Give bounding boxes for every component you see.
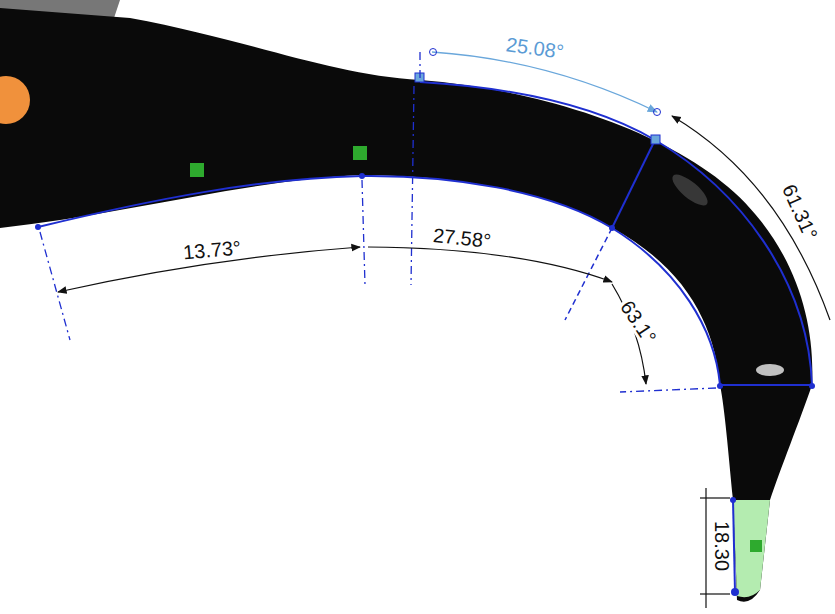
sketch-lines [38,82,812,592]
blade-body [0,8,812,602]
extension-lines [40,50,716,392]
angle-dimension: 13.73° [180,237,244,262]
sketch-handle [651,135,660,144]
angle-dimension: 25.08° [503,34,567,62]
highlight [756,364,784,376]
selected-face [733,500,770,597]
dimension-arc [432,52,657,112]
angle-dimension: 61.31° [778,180,822,245]
angle-dimension: 63.1° [615,295,660,348]
dimension-arcs [58,116,830,384]
sketch-points [35,173,815,596]
angle-dimension: 27.58° [430,225,494,251]
dimension-handle [654,109,661,116]
linear-dimension-value: 18.30 [712,519,732,573]
relation-icon [190,163,204,177]
relation-icon [353,146,367,160]
dimension-handle [430,49,437,56]
relation-icon [750,540,762,552]
rivet [0,76,30,124]
